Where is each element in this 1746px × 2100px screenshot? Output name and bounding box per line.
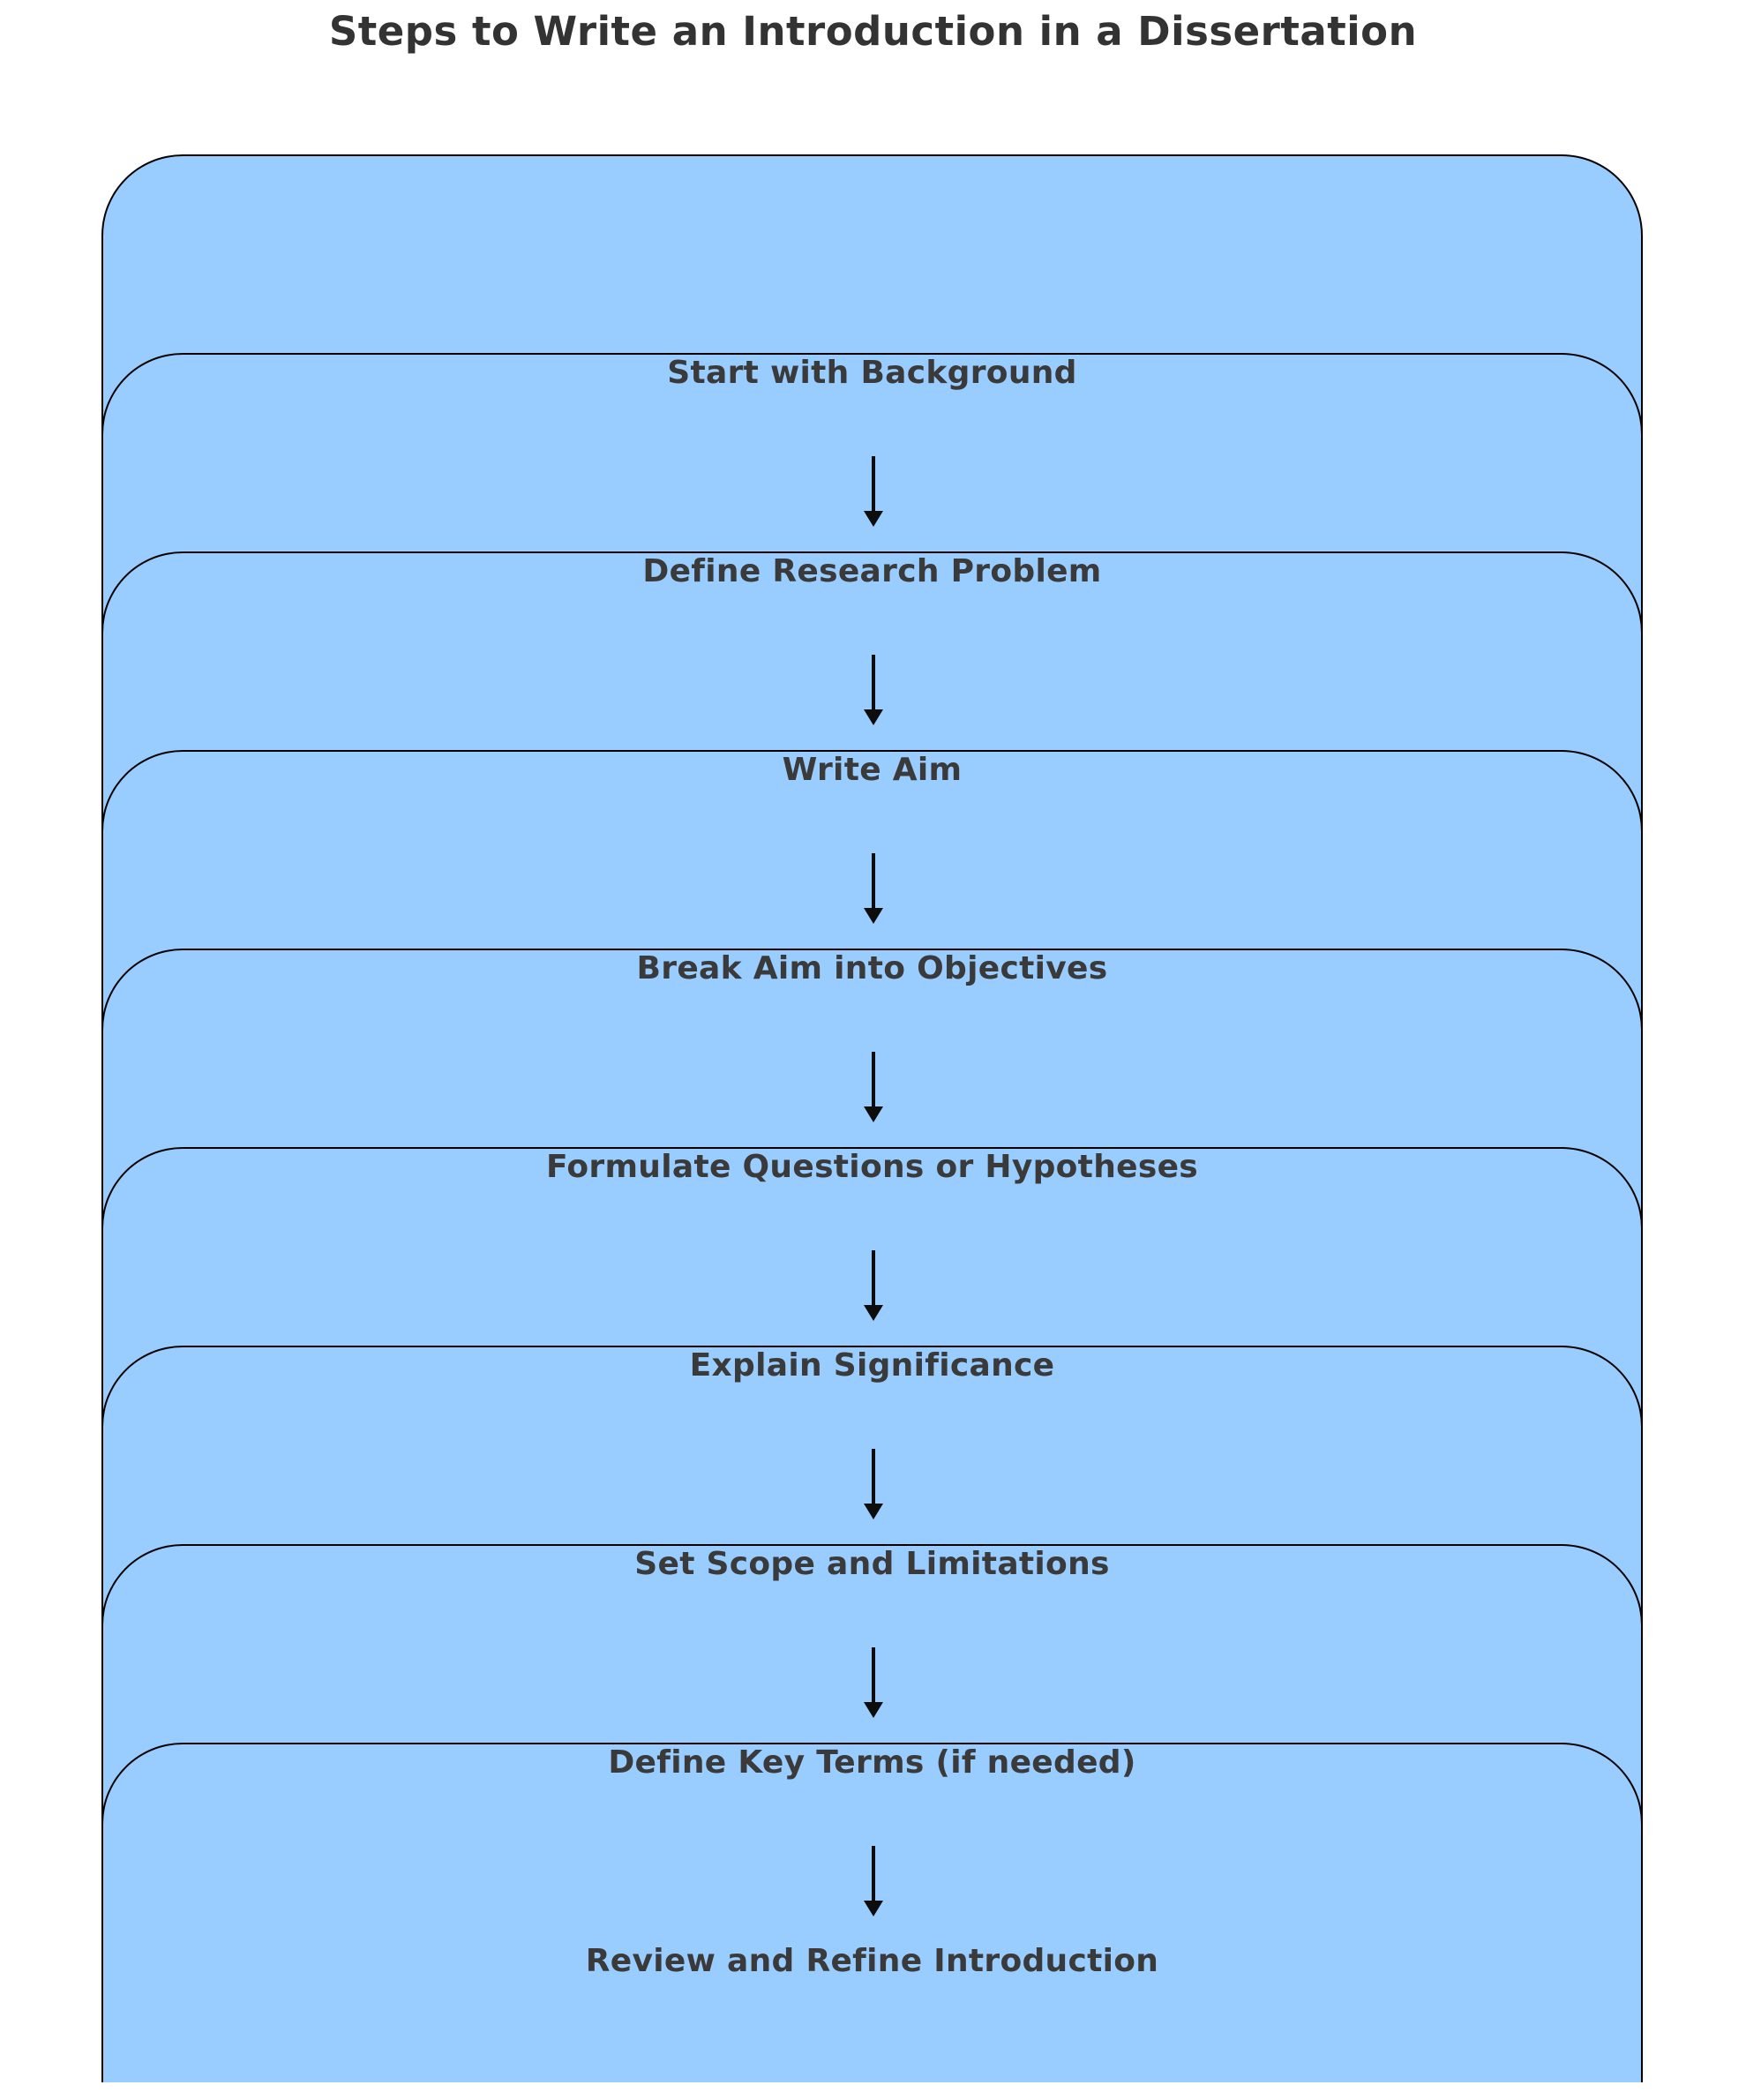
step-label-8: Define Key Terms (if needed) <box>608 1744 1136 1781</box>
arrow-head <box>863 1901 883 1916</box>
arrow-head <box>863 1702 883 1718</box>
step-label-6: Explain Significance <box>689 1347 1055 1384</box>
arrow-head <box>863 1305 883 1321</box>
arrow-line <box>871 1647 875 1702</box>
arrow-line <box>871 655 875 709</box>
step-label-5: Formulate Questions or Hypotheses <box>545 1149 1199 1185</box>
arrow-line <box>871 1250 875 1305</box>
arrow-head <box>863 709 883 725</box>
page-title: Steps to Write an Introduction in a Diss… <box>328 8 1418 55</box>
arrow-line <box>871 1052 875 1106</box>
flow-arrow-down-icon-7 <box>863 1647 883 1718</box>
arrow-line <box>871 1846 875 1901</box>
arrow-head <box>863 511 883 527</box>
step-label-9: Review and Refine Introduction <box>585 1943 1159 1979</box>
flow-arrow-down-icon-2 <box>863 655 883 725</box>
flow-arrow-down-icon-6 <box>863 1449 883 1519</box>
step-label-4: Break Aim into Objectives <box>636 950 1108 986</box>
step-label-1: Start with Background <box>667 355 1077 391</box>
flow-arrow-down-icon-5 <box>863 1250 883 1321</box>
arrow-head <box>863 1504 883 1519</box>
flow-arrow-down-icon-4 <box>863 1052 883 1122</box>
step-label-3: Write Aim <box>782 752 963 788</box>
step-label-7: Set Scope and Limitations <box>634 1546 1110 1582</box>
flow-arrow-down-icon-8 <box>863 1846 883 1916</box>
arrow-line <box>871 853 875 908</box>
arrow-line <box>871 456 875 511</box>
arrow-head <box>863 908 883 924</box>
arrow-line <box>871 1449 875 1504</box>
arrow-head <box>863 1106 883 1122</box>
step-label-2: Define Research Problem <box>642 553 1102 589</box>
flow-arrow-down-icon-1 <box>863 456 883 527</box>
flow-arrow-down-icon-3 <box>863 853 883 924</box>
